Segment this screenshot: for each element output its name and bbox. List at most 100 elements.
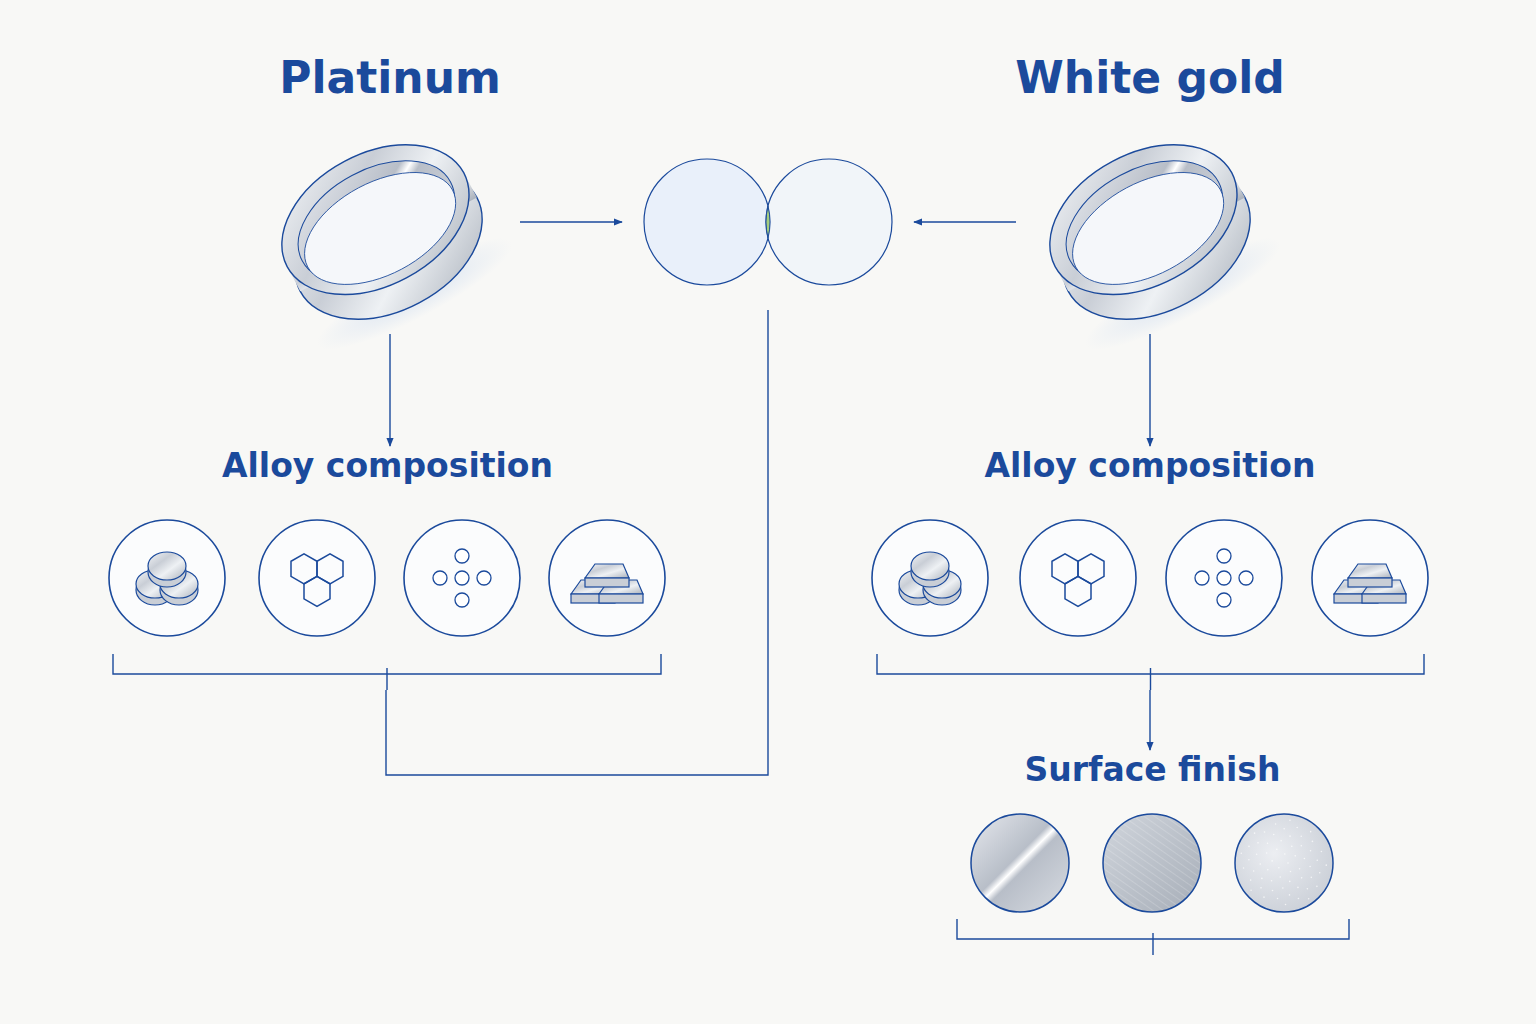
finish-texture bbox=[1294, 855, 1296, 857]
finish-texture bbox=[1271, 860, 1273, 862]
ring-illustration bbox=[1015, 110, 1291, 367]
property-group: Surface finish bbox=[950, 750, 1355, 955]
icon-circle bbox=[404, 520, 520, 636]
finish-texture bbox=[1310, 831, 1312, 833]
finish-texture bbox=[1261, 878, 1263, 880]
icon-circle bbox=[1166, 520, 1282, 636]
finish-texture bbox=[1273, 834, 1275, 836]
icon-circle bbox=[872, 520, 988, 636]
finish-texture bbox=[1298, 898, 1300, 900]
finish-swatch bbox=[1103, 814, 1201, 912]
finish-texture bbox=[1257, 842, 1259, 844]
finish-texture bbox=[1283, 828, 1285, 830]
atom-symbol bbox=[455, 593, 469, 607]
ingot-symbol bbox=[599, 594, 643, 603]
atom-symbol bbox=[1217, 593, 1231, 607]
ring-inner-wall bbox=[278, 136, 475, 307]
finish-texture bbox=[1296, 827, 1298, 829]
ring-outer-top bbox=[256, 114, 495, 324]
node-heading: Platinum bbox=[240, 52, 540, 103]
finish-texture bbox=[1248, 846, 1250, 848]
ingot-symbol bbox=[1362, 594, 1406, 603]
finish-texture bbox=[1240, 852, 1242, 854]
finish-swatch bbox=[971, 814, 1069, 912]
ring-outer-top bbox=[1024, 114, 1263, 324]
icon-circle bbox=[259, 520, 375, 636]
finish-texture bbox=[1289, 835, 1291, 837]
material-ring: Platinum bbox=[240, 52, 540, 334]
flow-arrow bbox=[1149, 690, 1150, 750]
finish-texture bbox=[1301, 877, 1303, 879]
finish-texture bbox=[1311, 877, 1313, 879]
finish-swatch bbox=[1235, 814, 1333, 912]
icon-circle bbox=[549, 520, 665, 636]
ingot-symbol bbox=[585, 578, 629, 587]
finish-texture bbox=[1272, 890, 1274, 892]
finish-texture bbox=[1250, 889, 1252, 891]
bracket bbox=[957, 919, 1349, 955]
finish-texture bbox=[1301, 845, 1303, 847]
finish-texture bbox=[1248, 859, 1250, 861]
finish-texture bbox=[1309, 866, 1311, 868]
finish-texture bbox=[1304, 858, 1306, 860]
flow-arrow bbox=[1149, 334, 1150, 446]
finish-texture bbox=[1253, 870, 1255, 872]
finish-texture bbox=[1284, 853, 1286, 855]
finish-texture bbox=[1276, 848, 1278, 850]
venn-circle bbox=[644, 159, 770, 285]
coin-symbol bbox=[148, 552, 186, 580]
finish-texture bbox=[1297, 887, 1299, 889]
venn-overlap bbox=[766, 206, 770, 237]
finish-texture bbox=[1279, 876, 1281, 878]
finish-texture bbox=[1299, 868, 1301, 870]
atom-symbol bbox=[1217, 571, 1231, 585]
finish-texture bbox=[1312, 841, 1314, 843]
ring-inner-wall bbox=[1046, 136, 1243, 307]
finish-texture bbox=[1254, 832, 1256, 834]
finish-texture bbox=[1271, 880, 1273, 882]
ingot-symbol bbox=[585, 564, 629, 578]
bracket bbox=[113, 654, 661, 690]
property-group: Alloy composition bbox=[105, 446, 670, 690]
finish-texture bbox=[1319, 872, 1321, 874]
finish-texture bbox=[1289, 894, 1291, 896]
coin-symbol bbox=[911, 552, 949, 580]
finish-texture bbox=[1316, 859, 1318, 861]
finish-texture bbox=[1282, 887, 1284, 889]
finish-texture bbox=[1263, 896, 1265, 898]
node-heading: Surface finish bbox=[950, 750, 1355, 789]
lattice-symbol bbox=[304, 576, 330, 606]
finish-texture bbox=[1243, 867, 1245, 869]
finish-texture bbox=[1280, 840, 1282, 842]
finish-texture bbox=[1321, 851, 1323, 853]
finish-texture bbox=[1267, 869, 1269, 871]
finish-texture bbox=[1285, 904, 1287, 906]
finish-texture bbox=[1289, 820, 1291, 822]
icon-circle bbox=[1020, 520, 1136, 636]
finish-texture bbox=[1325, 864, 1327, 866]
atom-symbol bbox=[1217, 549, 1231, 563]
venn-circle bbox=[766, 159, 892, 285]
atom-symbol bbox=[1195, 571, 1209, 585]
finish-texture bbox=[1290, 871, 1292, 873]
finish-texture bbox=[1275, 823, 1277, 825]
finish-texture bbox=[1260, 887, 1262, 889]
atom-symbol bbox=[433, 571, 447, 585]
finish-texture bbox=[1278, 867, 1280, 869]
flow-arrow bbox=[389, 334, 390, 446]
ingot-symbol bbox=[1348, 578, 1392, 587]
finish-texture bbox=[1308, 898, 1310, 900]
material-ring: White gold bbox=[1000, 52, 1300, 334]
icon-circle bbox=[109, 520, 225, 636]
ring-illustration bbox=[247, 110, 523, 367]
atom-symbol bbox=[455, 571, 469, 585]
ingot-symbol bbox=[1348, 564, 1392, 578]
node-heading: Alloy composition bbox=[868, 446, 1432, 485]
finish-texture bbox=[1259, 863, 1261, 865]
finish-texture bbox=[1310, 850, 1312, 852]
finish-texture bbox=[1277, 898, 1279, 900]
finish-texture bbox=[1104, 815, 1200, 911]
node-heading: White gold bbox=[1000, 52, 1300, 103]
